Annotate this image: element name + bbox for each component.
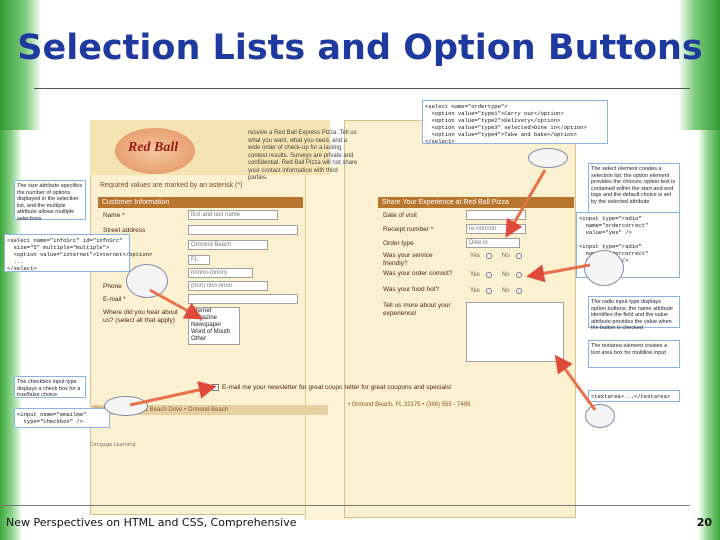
no-label: No <box>502 288 510 294</box>
hear-about-label: Where did you hear about us? (select all… <box>103 309 178 324</box>
select-code-callout: <select name="ordertype"> <option value=… <box>422 100 608 145</box>
form-screenshot: Red Ball receive a Red Ball Express Pizz… <box>0 100 700 520</box>
textarea-code-callout: <textarea>...</textarea> <box>588 390 680 402</box>
size-note: The size attribute specifies the number … <box>14 180 86 222</box>
hot-no-radio[interactable] <box>516 288 522 294</box>
question-hot: Was your food hot? <box>383 286 440 293</box>
survey-label-date: Date of visit <box>383 212 417 219</box>
hot-yes-radio[interactable] <box>486 288 492 294</box>
survey-label-receipt: Receipt number * <box>383 226 434 233</box>
zoom-checkbox <box>104 396 148 416</box>
visit-date-input[interactable] <box>466 210 526 220</box>
friendly-no-radio[interactable] <box>516 253 522 259</box>
survey-label-ordertype: Order type <box>383 240 414 247</box>
street-input[interactable] <box>188 225 298 235</box>
address-footer-right: • Ormond Beach, FL 32175 • (386) 555 - 7… <box>348 402 471 408</box>
yes-label: Yes <box>470 288 480 294</box>
hear-option[interactable]: Other <box>191 336 207 342</box>
textarea-note: The textarea element creates a text area… <box>588 340 680 368</box>
multi-select-code-callout: <select name="infoSrc" id="infoSrc" size… <box>4 234 152 272</box>
receipt-input[interactable]: re-nnnnnn <box>466 224 526 234</box>
copyright-text: Cengage Learning <box>90 442 136 448</box>
hear-option[interactable]: Internet <box>191 308 212 314</box>
yes-label: Yes <box>470 253 480 259</box>
correct-no-radio[interactable] <box>516 272 522 278</box>
no-label: No <box>502 272 510 278</box>
right-green-bar <box>698 0 720 540</box>
question-correct: Was your order correct? <box>383 270 453 277</box>
field-label-phone: Phone <box>103 283 122 290</box>
hear-option[interactable]: Word of Mouth <box>191 329 231 335</box>
hear-option[interactable]: Magazine <box>191 315 218 321</box>
newsletter-label: E-mail me your newsletter for great coup… <box>222 384 342 391</box>
select-note: The select element creates a selection l… <box>588 163 680 213</box>
right-green-bar-top <box>678 0 720 130</box>
left-green-bar-top <box>0 0 42 130</box>
zoom-select <box>528 148 568 168</box>
friendly-yes-radio[interactable] <box>486 253 492 259</box>
share-experience-header: Share Your Experience at Red Ball Pizza <box>378 197 574 208</box>
zoom-textarea <box>585 404 615 428</box>
email-input[interactable] <box>188 294 298 304</box>
slide-title: Selection Lists and Option Buttons <box>17 28 703 68</box>
red-ball-logo <box>115 128 195 174</box>
checkbox-note: The checkbox input type displays a check… <box>14 376 86 398</box>
footer-text: New Perspectives on HTML and CSS, Compre… <box>6 516 297 529</box>
radio-note: The radio input type displays option but… <box>588 296 680 331</box>
question-friendly: Was your service friendly? <box>383 252 433 267</box>
state-input[interactable]: FL <box>188 255 210 265</box>
no-label: No <box>502 253 510 259</box>
address-footer: Red Ball Pizza • 811 Beach Drive • Ormon… <box>90 405 328 415</box>
customer-info-header: Customer Information <box>98 197 303 208</box>
yes-label: Yes <box>470 272 480 278</box>
required-note: Required values are marked by an asteris… <box>100 182 243 189</box>
order-type-select[interactable]: Dine in <box>466 238 520 248</box>
hear-about-select[interactable]: Internet Magazine Newspaper Word of Mout… <box>188 307 240 345</box>
city-input[interactable]: Ormond Beach <box>188 240 268 250</box>
zip-input[interactable]: nnnnn-(nnnn) <box>188 268 253 278</box>
name-input[interactable]: first and last name <box>188 210 278 220</box>
newsletter-checkbox[interactable] <box>212 384 219 391</box>
field-label-name: Name * <box>103 212 125 219</box>
field-label-email: E-mail * <box>103 296 126 303</box>
checkbox-code-callout: <input name="emailme" type="checkbox" /> <box>14 408 110 428</box>
zoom-radio <box>584 250 624 286</box>
comment-label: Tell us more about your experience! <box>383 302 451 317</box>
phone-input[interactable]: (nnn) nnn-nnnn <box>188 281 268 291</box>
correct-yes-radio[interactable] <box>486 272 492 278</box>
title-divider <box>34 88 690 89</box>
logo-text: Red Ball <box>128 140 179 155</box>
page-number: 20 <box>696 516 712 529</box>
hear-option[interactable]: Newspaper <box>191 322 222 328</box>
coupon-text: letter for great coupons and specials! <box>345 384 452 391</box>
footer-divider <box>0 505 690 506</box>
intro-text: receive a Red Ball Express Pizza. Tell u… <box>248 130 358 181</box>
comment-textarea[interactable] <box>466 302 564 362</box>
field-label-street: Street address <box>103 227 146 234</box>
zoom-multi-select <box>126 264 168 298</box>
